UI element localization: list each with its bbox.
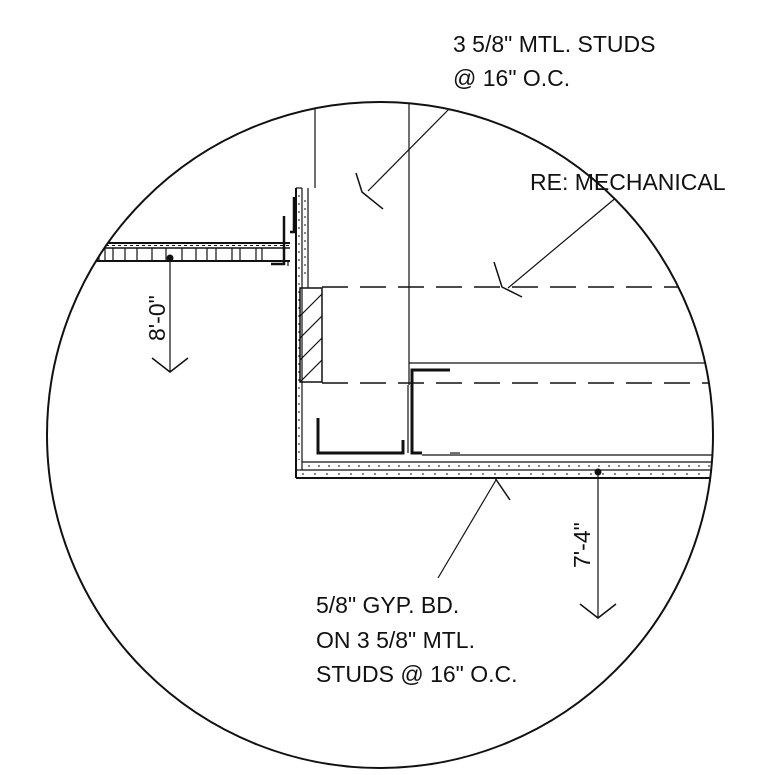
- note-gyp-line1: 5/8" GYP. BD.: [316, 592, 459, 618]
- dimension-7-4: [579, 468, 617, 619]
- detail-circle: [46, 101, 714, 769]
- note-studs-line2: @ 16" O.C.: [453, 65, 570, 91]
- note-gyp-line2: ON 3 5/8" MTL.: [316, 627, 475, 653]
- stud-channel-left: [316, 418, 405, 455]
- note-studs-line1: 3 5/8" MTL. STUDS: [453, 31, 655, 57]
- dimension-label-right: 7'-4": [569, 522, 595, 568]
- wood-blocking: [299, 287, 323, 383]
- stud-channel-right: [410, 368, 450, 455]
- detail-content: [48, 102, 713, 619]
- note-gyp-line3: STUDS @ 16" O.C.: [316, 661, 518, 687]
- dimension-label-left: 8'-0": [144, 295, 170, 341]
- vertical-wall-board: [290, 187, 309, 478]
- leader-mechanical: [493, 195, 619, 298]
- note-mechanical: RE: MECHANICAL: [530, 169, 726, 195]
- leader-gyp-board: [437, 477, 511, 579]
- leader-studs-top: [355, 104, 454, 210]
- horizontal-gyp-board: [296, 461, 713, 479]
- dimension-8-0: [151, 254, 189, 373]
